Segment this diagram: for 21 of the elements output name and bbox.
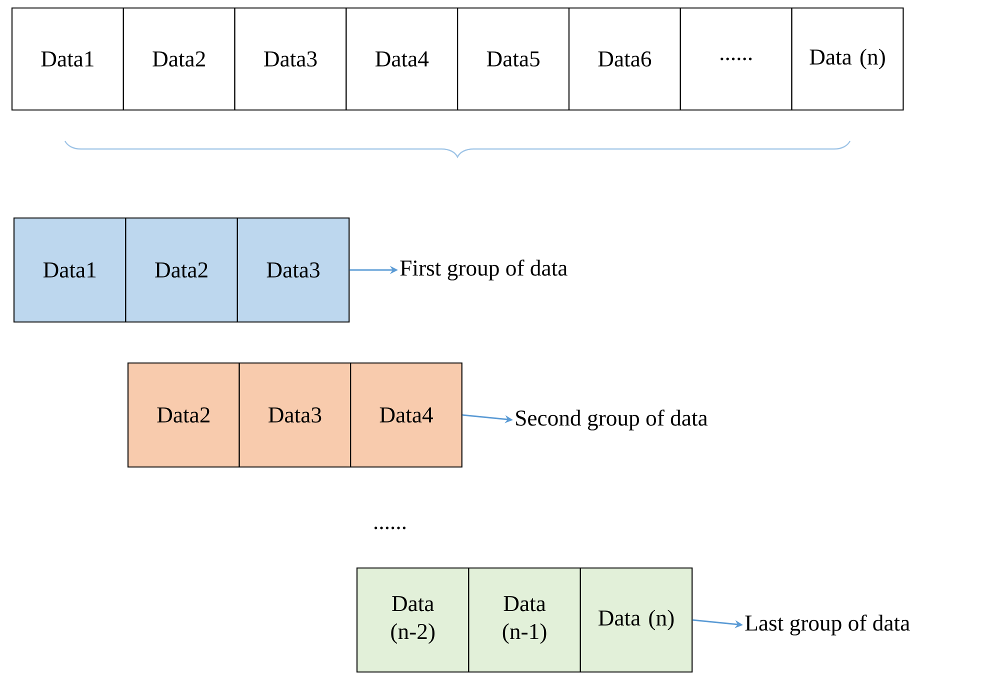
data-cell: Data3 bbox=[238, 362, 352, 468]
data-cell: Data2 bbox=[127, 362, 240, 468]
data-cell: Data4 bbox=[346, 7, 458, 111]
ellipsis: ...... bbox=[374, 526, 406, 530]
data-cell: Data (n) bbox=[791, 7, 904, 111]
data-cell: Data5 bbox=[457, 7, 570, 111]
data-cell: Data4 bbox=[350, 362, 462, 468]
data-cell: Data3 bbox=[236, 217, 350, 323]
data-cell: ...... bbox=[680, 7, 792, 111]
group-label: Last group of data bbox=[745, 614, 910, 636]
data-cell: Data6 bbox=[568, 7, 681, 111]
data-cell: Data2 bbox=[122, 7, 236, 111]
data-cell: Data1 bbox=[11, 7, 124, 111]
data-cell: Data (n) bbox=[580, 567, 693, 673]
group-label: First group of data bbox=[400, 260, 568, 280]
data-cell: Data1 bbox=[13, 217, 126, 323]
data-cell: Data3 bbox=[234, 7, 347, 111]
data-cell: Data (n-2) bbox=[356, 567, 470, 673]
data-cell: Data2 bbox=[125, 217, 238, 323]
data-cell: Data (n-1) bbox=[468, 567, 581, 673]
group-label: Second group of data bbox=[516, 410, 708, 430]
